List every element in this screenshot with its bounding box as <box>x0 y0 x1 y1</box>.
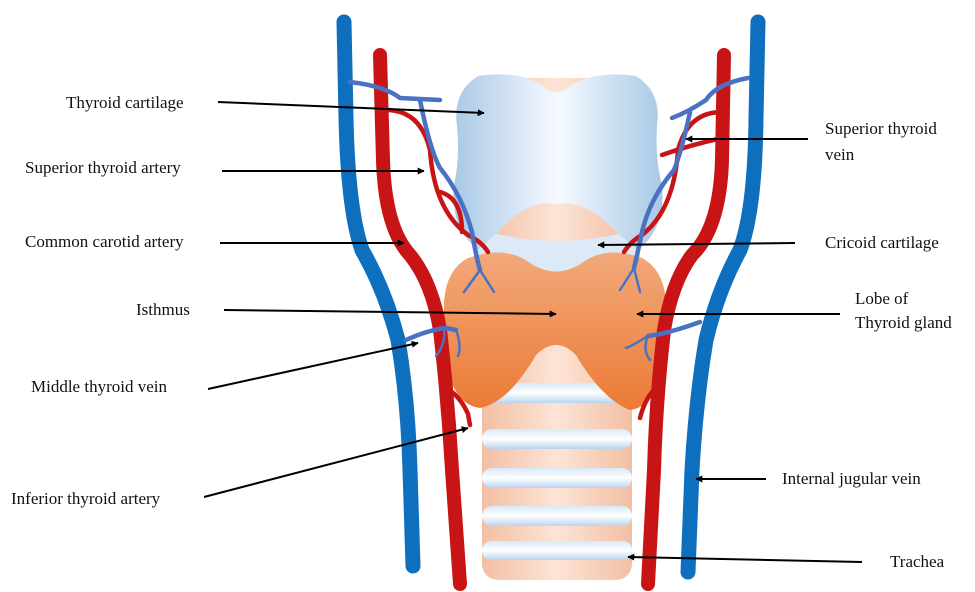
label-middle-thyroid-vein: Middle thyroid vein <box>31 377 167 396</box>
label-superior-thyroid-vein-line1: Superior thyroid <box>825 119 937 138</box>
label-isthmus: Isthmus <box>136 300 190 319</box>
label-common-carotid-artery: Common carotid artery <box>25 232 184 251</box>
superior-thyroid-vein-left <box>350 82 440 100</box>
label-thyroid-cartilage: Thyroid cartilage <box>66 93 184 112</box>
label-lobe-line1: Lobe of <box>855 289 909 308</box>
label-inferior-thyroid-artery: Inferior thyroid artery <box>11 489 161 508</box>
label-lobe-line2: Thyroid gland <box>855 313 952 332</box>
label-superior-thyroid-artery: Superior thyroid artery <box>25 158 181 177</box>
label-internal-jugular-vein: Internal jugular vein <box>782 469 921 488</box>
label-superior-thyroid-vein-line2: vein <box>825 145 855 164</box>
label-trachea: Trachea <box>890 552 945 571</box>
label-cricoid-cartilage: Cricoid cartilage <box>825 233 939 252</box>
